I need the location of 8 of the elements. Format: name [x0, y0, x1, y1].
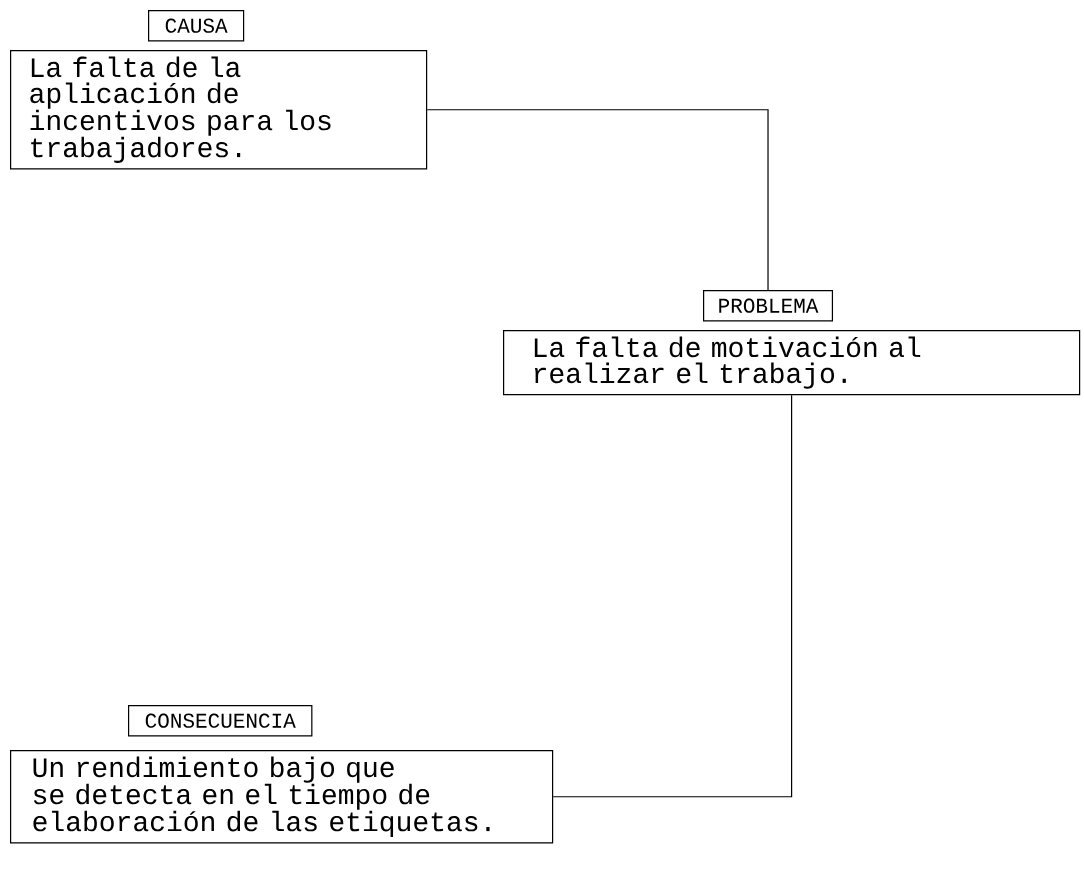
- text-box: La falta de la aplicación de incentivos para los trabajadores.: [10, 50, 428, 170]
- connector-line: [426, 109, 769, 291]
- connector-line: [552, 394, 793, 798]
- heading-box: CAUSA: [148, 10, 245, 42]
- heading-box: PROBLEMA: [703, 290, 834, 322]
- text-box: La falta de motivación al realizar el trabajo.: [503, 330, 1081, 396]
- text-box: Un rendimiento bajo que se detecta en el tiempo de elaboración de las etiquetas.: [10, 750, 554, 844]
- heading-box: CONSECUENCIA: [128, 705, 313, 737]
